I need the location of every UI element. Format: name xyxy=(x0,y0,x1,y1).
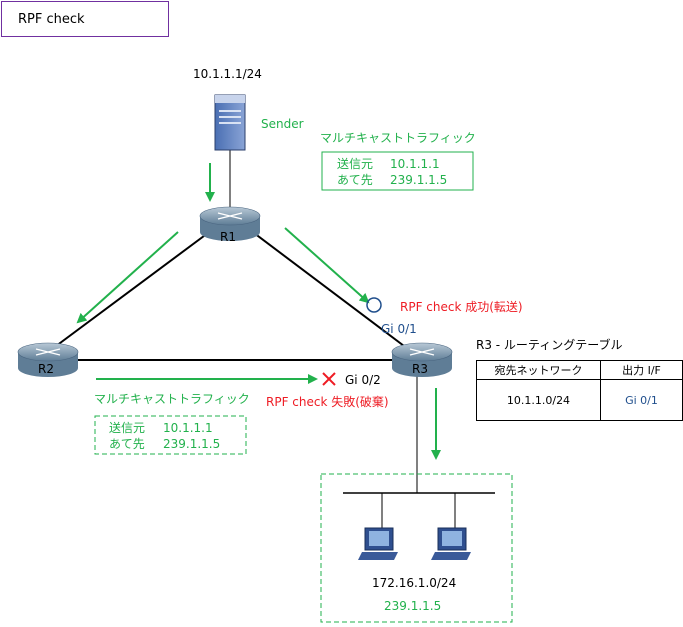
flow-top-dst-value: 239.1.1.5 xyxy=(390,173,447,187)
interface-gi01: Gi 0/1 xyxy=(381,322,417,336)
pc-icon xyxy=(358,527,398,560)
routing-table-title: R3 - ルーティングテーブル xyxy=(476,338,623,352)
router-r3-label: R3 xyxy=(412,362,428,376)
col-if-header: 出力 I/F xyxy=(599,360,683,380)
server-icon xyxy=(214,94,246,151)
receiver-subnet: 172.16.1.0/24 xyxy=(372,576,456,590)
rpf-fail-text: RPF check 失敗(破棄) xyxy=(266,394,389,409)
diagram-title: RPF check xyxy=(1,1,169,37)
sender-label: Sender xyxy=(261,117,304,131)
flow-bottom-src-value: 10.1.1.1 xyxy=(163,421,213,435)
col-dest-header: 宛先ネットワーク xyxy=(476,360,601,380)
pc-icon xyxy=(431,527,471,560)
row-dest: 10.1.1.0/24 xyxy=(476,379,601,421)
link-r1-r3 xyxy=(249,229,413,353)
routing-table: 宛先ネットワーク 出力 I/F 10.1.1.0/24 Gi 0/1 xyxy=(476,360,683,421)
flow-bottom-label: マルチキャストトラフィック xyxy=(94,392,250,406)
flow-top-dst-label: あて先 xyxy=(337,173,373,187)
flow-top-box xyxy=(321,151,474,191)
flow-bottom-dst-label: あて先 xyxy=(109,437,145,451)
router-r1 xyxy=(199,206,261,241)
flow-top-src-label: 送信元 xyxy=(337,156,373,171)
rpf-success-text: RPF check 成功(転送) xyxy=(400,299,523,314)
flow-top-label: マルチキャストトラフィック xyxy=(320,131,476,145)
rpf-success-icon xyxy=(366,297,382,313)
interface-gi02: Gi 0/2 xyxy=(345,373,381,387)
flow-bottom-box xyxy=(94,415,247,455)
link-r1-r2 xyxy=(47,229,213,353)
router-r2-label: R2 xyxy=(38,362,54,376)
flow-arrow-r1-r3 xyxy=(284,227,370,304)
rpf-fail-icon xyxy=(322,372,336,386)
flow-top-src-value: 10.1.1.1 xyxy=(390,157,440,171)
router-r1-label: R1 xyxy=(220,230,236,244)
router-r2 xyxy=(17,342,79,377)
flow-bottom-src-label: 送信元 xyxy=(109,420,145,435)
row-if: Gi 0/1 xyxy=(599,379,683,421)
receiver-group: 239.1.1.5 xyxy=(384,599,441,613)
receiver-group-box xyxy=(320,473,513,623)
flow-arrow-r1-r2 xyxy=(76,231,179,324)
router-r3 xyxy=(391,342,453,377)
sender-ip: 10.1.1.1/24 xyxy=(193,67,262,81)
flow-bottom-dst-value: 239.1.1.5 xyxy=(163,437,220,451)
